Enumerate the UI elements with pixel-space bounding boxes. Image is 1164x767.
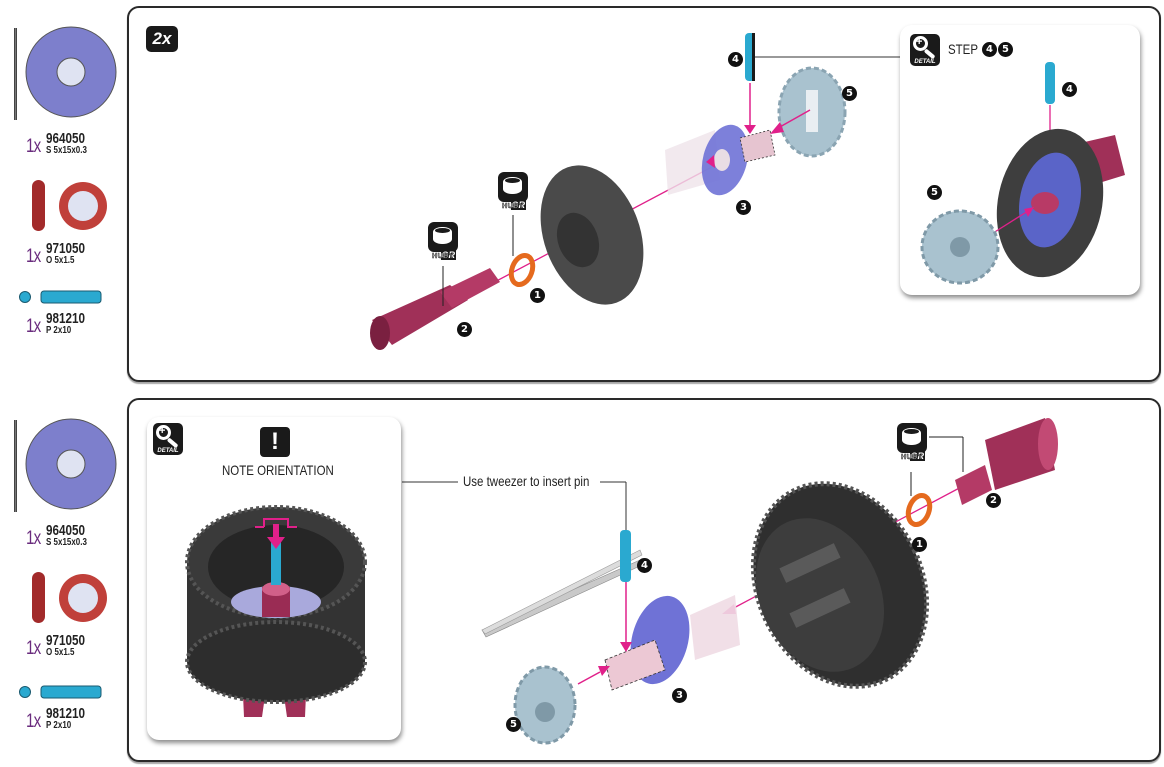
detail-inset-step-4-5: + DETAIL STEP 4 5 4 5 xyxy=(900,25,1140,295)
detail-magnifier-icon: + DETAIL xyxy=(153,423,183,455)
part-qty-pin: 1x 981210 P 2x10 xyxy=(26,705,86,732)
callout-4: 4 xyxy=(728,52,743,67)
callout-1: 1 xyxy=(530,288,545,303)
exploded-view-top xyxy=(370,33,902,350)
shim-side-view xyxy=(14,420,17,512)
part-qty-o-ring: 1x 971050 O 5x1.5 xyxy=(26,240,86,267)
part-qty-shim: 1x 964050 S 5x15x0.3 xyxy=(26,522,87,549)
quantity-multiplier-badge: 2x xyxy=(146,26,178,52)
callout-5: 5 xyxy=(842,86,857,101)
grease-icon-o-ring: GR HUDY xyxy=(897,423,927,463)
warning-icon: ! xyxy=(260,427,290,457)
detail-drawing-top xyxy=(920,62,1125,285)
o-ring-part xyxy=(905,492,933,528)
grease-icon-outdrive: GR HUDY xyxy=(428,222,458,262)
callout-3: 3 xyxy=(672,688,687,703)
shim-side-view xyxy=(14,28,17,120)
pin-icon xyxy=(19,290,102,304)
callout-2: 2 xyxy=(457,322,472,337)
part-qty-shim: 1x 964050 S 5x15x0.3 xyxy=(26,130,87,157)
detail-callout-4: 4 xyxy=(1062,82,1077,97)
o-ring-icon xyxy=(32,572,107,623)
pin-icon xyxy=(19,685,102,699)
shim-icon xyxy=(25,26,117,118)
o-ring-icon xyxy=(32,180,107,231)
detail-step-5: 5 xyxy=(998,42,1013,57)
o-ring-part xyxy=(508,252,536,288)
parts-list-top: 1x 964050 S 5x15x0.3 1x 971050 O 5x1.5 1… xyxy=(0,0,125,380)
callout-3: 3 xyxy=(736,200,751,215)
callout-2: 2 xyxy=(986,493,1001,508)
part-qty-o-ring: 1x 971050 O 5x1.5 xyxy=(26,632,86,659)
outdrive-part xyxy=(955,418,1058,505)
detail-inset-note-orientation: + DETAIL ! NOTE ORIENTATION xyxy=(147,417,401,740)
instruction-text: Use tweezer to insert pin xyxy=(463,473,590,489)
grease-icon-o-ring: GR HUDY xyxy=(498,172,528,212)
shim-icon xyxy=(25,418,117,510)
callout-5: 5 xyxy=(506,717,521,732)
detail-step-4: 4 xyxy=(982,42,997,57)
callout-4: 4 xyxy=(637,558,652,573)
pin-part xyxy=(620,530,631,582)
detail-title: STEP xyxy=(948,41,978,57)
callout-1: 1 xyxy=(912,537,927,552)
detail-drawing-bottom xyxy=(185,505,367,717)
detail-magnifier-icon: + DETAIL xyxy=(910,34,940,66)
part-qty-pin: 1x 981210 P 2x10 xyxy=(26,310,86,337)
parts-list-bottom: 1x 964050 S 5x15x0.3 1x 971050 O 5x1.5 1… xyxy=(0,390,125,767)
diff-case-part xyxy=(540,165,644,305)
note-orientation-title: NOTE ORIENTATION xyxy=(222,462,334,478)
detail-callout-5: 5 xyxy=(927,185,942,200)
outdrive-part xyxy=(370,268,500,350)
